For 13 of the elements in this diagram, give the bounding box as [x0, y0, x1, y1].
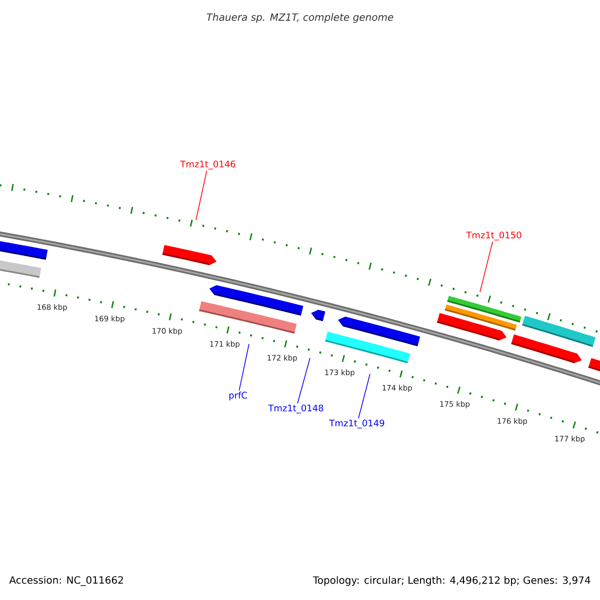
footer-text: Topology: circular; Length: 4,496,212 bp; Genes: 3,974 — [312, 576, 590, 586]
footer-text: Accession: NC_011662 — [9, 576, 123, 586]
gene-label: Tmz1t_0146 — [180, 160, 236, 170]
gene-label: prfC — [229, 392, 247, 400]
gene-label: Tmz1t_0150 — [466, 232, 522, 240]
leader-line — [358, 374, 370, 419]
leader-line — [196, 170, 208, 220]
title: Thauera sp. MZ1T, complete genome — [206, 13, 394, 23]
gene-label: Tmz1t_0148 — [268, 404, 324, 414]
leader-line — [297, 358, 310, 404]
leader-line — [480, 241, 493, 292]
gene-label: Tmz1t_0149 — [329, 420, 384, 428]
leader-line — [238, 344, 250, 391]
